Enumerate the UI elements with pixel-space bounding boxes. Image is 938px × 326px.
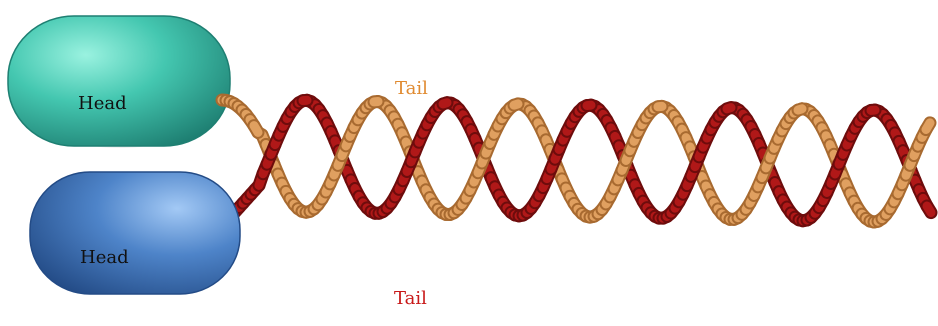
head-bottom-label: Head: [80, 247, 129, 268]
tail-orange-segment-core: [254, 126, 258, 133]
head-top-lobe: [8, 16, 230, 146]
tail-red-segment-core: [927, 206, 931, 213]
tail-red-segment: [927, 206, 931, 213]
tail-orange-segment: [514, 104, 518, 105]
head-bottom-lobe: [30, 172, 240, 294]
tail-red-segment-core: [443, 103, 447, 104]
tail-orange-segment: [798, 109, 802, 110]
head-top-label: Head: [78, 93, 127, 114]
tail-orange-label: Tail: [395, 78, 428, 99]
tail-orange-segment-core: [514, 104, 518, 105]
tail-orange-segment-core: [798, 109, 802, 110]
tail-orange-segment: [926, 123, 930, 130]
tail-orange-segment-core: [926, 123, 930, 130]
tail-orange-segment: [254, 126, 258, 133]
tail-red-segment: [443, 103, 447, 104]
tail-red-label: Tail: [394, 288, 427, 309]
tail-red-segment: [727, 108, 731, 109]
tail-red-segment-core: [727, 108, 731, 109]
